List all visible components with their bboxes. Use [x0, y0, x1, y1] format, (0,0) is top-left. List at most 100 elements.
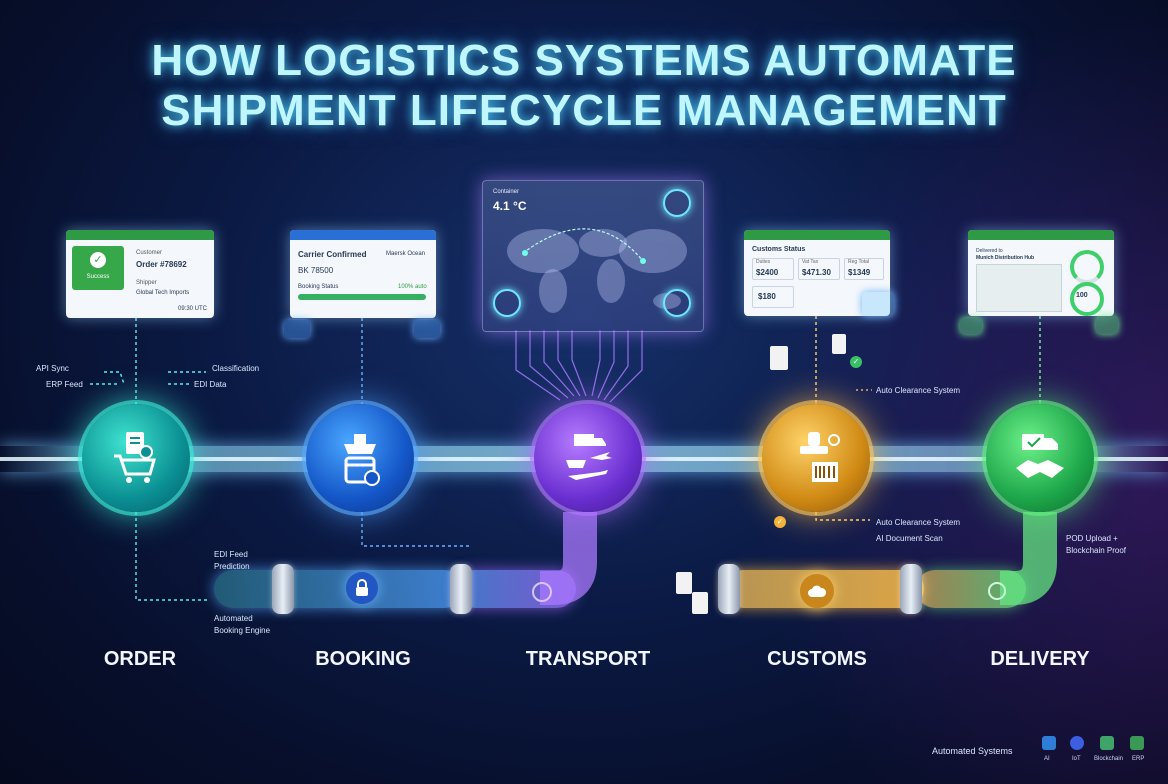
stage-label-order: ORDER: [103, 648, 177, 670]
lock-icon: [346, 572, 378, 604]
pipe-order-booking: [214, 570, 464, 608]
order-footer-time: 09:30 UTC: [178, 306, 208, 312]
truck-handshake-icon: [1016, 434, 1064, 478]
customs-cell-value: $2400: [756, 268, 779, 277]
blockchain-icon: [1100, 736, 1114, 750]
document-icon: [832, 334, 846, 354]
drone-icon: [862, 292, 894, 316]
ai-icon: [1042, 736, 1056, 750]
booking-title: Carrier Confirmed: [298, 250, 367, 259]
delivery-gauge: [1070, 282, 1104, 316]
annotation-api-sync: API Sync: [36, 364, 69, 373]
order-field1-label: Customer: [136, 250, 163, 256]
background-glow: [748, 0, 1168, 784]
transport-label: Container: [493, 189, 520, 195]
legend-label: Automated Systems: [932, 746, 1013, 756]
customs-cell-value: $1349: [848, 268, 871, 277]
annotation-blockchain-proof: Blockchain Proof: [1066, 546, 1127, 555]
erp-icon: [1130, 736, 1144, 750]
customs-cell: [752, 258, 794, 280]
link-icon: [988, 582, 1006, 600]
order-status-box: ✓ Success: [72, 246, 124, 290]
delivery-line2: Munich Distribution Hub: [976, 255, 1035, 261]
booking-subtitle: Maersk Ocean: [386, 251, 426, 257]
pipe-ring: [900, 564, 922, 614]
robot-arm-icon: [284, 320, 310, 338]
customs-total-box: [752, 286, 794, 308]
delivery-map: [976, 264, 1062, 312]
order-field2-label: Shipper: [136, 280, 157, 286]
annotation-booking-engine: Booking Engine: [214, 626, 271, 635]
signal-icon: [663, 189, 691, 217]
annotation-prediction: Prediction: [214, 562, 250, 571]
booking-progress-bar: [298, 294, 426, 300]
world-map: [507, 228, 687, 313]
legend-item: Blockchain: [1094, 756, 1124, 762]
customs-title: Customs Status: [752, 246, 806, 253]
booking-field: BK 78500: [298, 266, 334, 275]
check-icon: ✓: [90, 252, 106, 268]
stamp-barcode-icon: [800, 432, 840, 482]
legend-item: IoT: [1072, 756, 1081, 762]
link-icon: [532, 582, 552, 602]
delivery-line1: Delivered to: [976, 248, 1003, 254]
check-icon: ✓: [774, 516, 786, 528]
annotation-erp-feed: ERP Feed: [46, 380, 83, 389]
annotation-edi-feed: EDI Feed: [214, 550, 248, 559]
stage-label-booking: BOOKING: [315, 648, 411, 670]
customs-cell: [844, 258, 884, 280]
delivery-gauge: [1070, 250, 1104, 284]
ship-calendar-icon: [344, 434, 380, 486]
stage-label-transport: TRANSPORT: [525, 648, 651, 670]
page-title-line2: SHIPMENT LIFECYCLE MANAGEMENT: [161, 86, 1007, 135]
document-icon: [676, 572, 692, 594]
customs-cell-label: Reg Total: [848, 259, 870, 265]
transport-map-panel: Container 4.1 °C: [482, 180, 704, 332]
shopping-cart-icon: [114, 432, 156, 483]
customs-cell-label: Vat Tax: [802, 259, 819, 265]
order-panel: ✓ Success Customer Order #78692 Shipper …: [66, 230, 214, 318]
truck-icon: [663, 289, 691, 317]
truck-ship-plane-icon: [566, 434, 612, 480]
legend-item: AI: [1044, 756, 1050, 762]
annotation-classification: Classification: [212, 364, 260, 373]
robot-arm-icon: [414, 320, 440, 338]
pipe-transport-elbow: [540, 512, 597, 605]
document-icon: [770, 346, 788, 370]
iot-icon: [1070, 736, 1084, 750]
order-stage-node: [82, 404, 190, 512]
annotation-edi-data: EDI Data: [194, 380, 227, 389]
delivery-gauge-value: 100: [1076, 292, 1088, 299]
page-title-line1: HOW LOGISTICS SYSTEMS AUTOMATE: [151, 36, 1017, 85]
gauge-icon: [493, 289, 521, 317]
order-status-text: Success: [86, 274, 110, 280]
legend-item: ERP: [1132, 756, 1145, 762]
order-field1-value: Order #78692: [136, 260, 187, 269]
order-field2-value: Global Tech Imports: [136, 290, 190, 296]
pipe-delivery-elbow: [1000, 512, 1057, 605]
booking-progress-value: 100% auto: [398, 284, 427, 290]
stage-label-delivery: DELIVERY: [990, 648, 1090, 670]
customs-cell-value: $471.30: [802, 268, 831, 277]
annotation-auto-clearance-top: Auto Clearance System: [876, 386, 961, 395]
cloud-icon: [800, 574, 834, 608]
booking-stage-node: [306, 404, 414, 512]
document-icon: [692, 592, 708, 614]
stage-label-customs: CUSTOMS: [767, 648, 867, 670]
check-icon: ✓: [850, 356, 862, 368]
transport-temperature: 4.1 °C: [493, 199, 527, 213]
pipe-ring: [450, 564, 472, 614]
annotation-auto-clearance: Auto Clearance System: [876, 518, 961, 527]
annotation-pod-upload: POD Upload +: [1066, 534, 1118, 543]
annotation-automated: Automated: [214, 614, 253, 623]
customs-panel: Customs Status Duties Vat Tax Reg Total …: [744, 230, 890, 316]
customs-total: $180: [758, 292, 776, 301]
booking-progress-label: Booking Status: [298, 284, 339, 290]
booking-panel: Carrier Confirmed Maersk Ocean BK 78500 …: [290, 230, 436, 318]
scanner-icon: [960, 318, 982, 334]
transport-stage-node: [534, 404, 642, 512]
customs-cell-label: Duties: [756, 259, 771, 265]
delivery-panel: Delivered to Munich Distribution Hub 100: [968, 230, 1114, 316]
pipe-ring: [718, 564, 740, 614]
